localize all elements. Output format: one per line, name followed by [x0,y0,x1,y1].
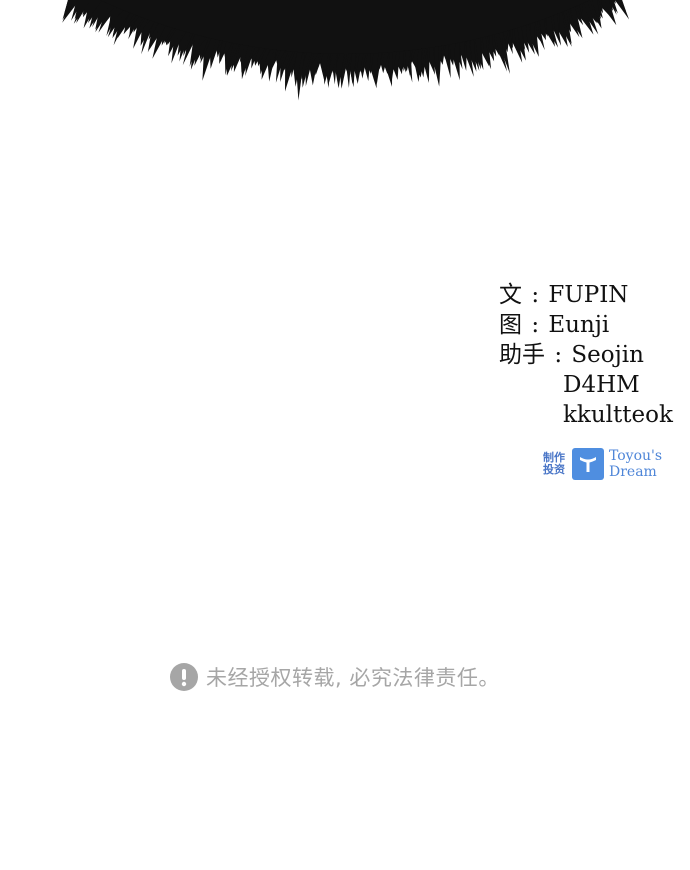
hair-spike [149,22,165,51]
credit-assistant-extra: D4HM [499,370,673,400]
sponsor-label-line1: 制作 [543,451,565,464]
credit-name-artist: Eunji [548,312,610,338]
copyright-notice: 未经授权转载, 必究法律责任。 [170,662,500,692]
spiky-hair-artwork [62,0,630,101]
hair-spike [98,3,117,33]
copyright-notice-text: 未经授权转载, 必究法律责任。 [206,666,500,690]
hair-spike [112,8,130,39]
credit-name-assistant-1: Seojin [571,342,644,368]
sponsor-label-line2: 投资 [543,463,565,476]
credit-assistant: 助手 : Seojin [499,340,673,370]
credit-assistant-extra: kkultteok [499,400,673,430]
hair-spike [152,23,170,59]
hair-spike [89,0,107,29]
hair-spike [133,16,148,49]
sponsor-badge: 制作 投资 Toyou's Dream [543,447,662,481]
hair-spike [141,19,155,55]
credit-role-artist: 图 [499,312,522,338]
credit-separator: : [554,342,563,368]
hair-spike [62,0,77,20]
hair-spike [117,10,134,39]
hair-spike [83,0,100,29]
credit-role-assistant: 助手 [499,342,545,368]
sponsor-name-line2: Dream [609,464,657,480]
hair-spike [147,21,162,53]
hair-spike [189,34,202,67]
sponsor-name-line1: Toyou's [609,448,663,464]
hair-spike [107,7,126,38]
hair-spike [62,0,80,23]
hair-spike [182,33,198,66]
sponsor-label: 制作 投资 [543,452,569,476]
hair-spike [71,0,84,21]
credit-artist: 图 : Eunji [499,310,673,340]
hair-spike [95,0,110,30]
credit-name-assistant-3: kkultteok [563,402,673,428]
toyou-logo-icon [572,448,604,480]
exclamation-circle-icon [170,663,198,691]
hair-spike [200,36,213,64]
credit-separator: : [531,282,540,308]
hair-spike [88,0,104,24]
hair-spike [607,0,618,14]
sponsor-name: Toyou's Dream [609,448,662,480]
hair-spike [95,1,113,33]
credit-name-writer: FUPIN [548,282,629,308]
credit-writer: 文 : FUPIN [499,280,673,310]
credit-role-writer: 文 [499,282,522,308]
credit-name-assistant-2: D4HM [563,372,640,398]
credits-block: 文 : FUPIN 图 : Eunji 助手 : Seojin D4HM kku… [499,280,673,430]
credit-separator: : [531,312,540,338]
hair-spike [614,0,630,20]
hair-spike [128,14,141,40]
